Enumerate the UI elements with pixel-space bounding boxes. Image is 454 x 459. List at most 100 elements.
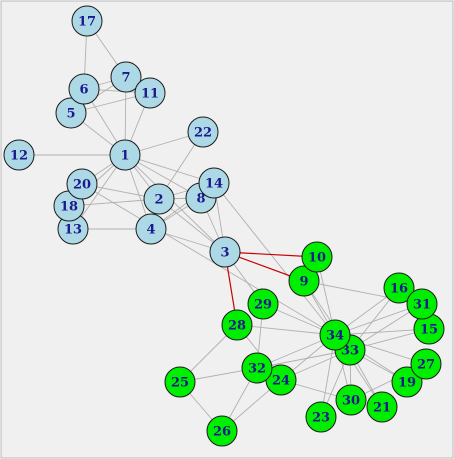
- node-label-9: 9: [299, 275, 308, 290]
- node-circle-14: [198, 167, 230, 199]
- node-circle-26: [206, 415, 238, 447]
- node-circle-34: [319, 319, 351, 351]
- node-label-3: 3: [220, 246, 229, 261]
- node-5[interactable]: 5: [55, 97, 87, 129]
- edge-14-34: [213, 182, 336, 336]
- node-circle-17: [71, 5, 103, 37]
- node-label-5: 5: [66, 107, 75, 122]
- node-3[interactable]: 3: [209, 236, 241, 268]
- node-label-19: 19: [398, 376, 416, 391]
- node-label-7: 7: [121, 71, 130, 86]
- node-label-4: 4: [146, 223, 155, 238]
- node-34[interactable]: 34: [319, 319, 351, 351]
- node-circle-11: [134, 77, 166, 109]
- node-label-27: 27: [417, 358, 435, 373]
- node-28[interactable]: 28: [221, 309, 253, 341]
- node-circle-2: [143, 183, 175, 215]
- node-7[interactable]: 7: [110, 61, 142, 93]
- node-label-2: 2: [154, 193, 163, 208]
- node-label-8: 8: [196, 192, 205, 207]
- node-13[interactable]: 13: [57, 213, 89, 245]
- node-circle-1: [109, 139, 141, 171]
- node-circle-31: [406, 288, 438, 320]
- node-label-15: 15: [420, 323, 438, 338]
- node-9[interactable]: 9: [288, 265, 320, 297]
- node-26[interactable]: 26: [206, 415, 238, 447]
- node-label-24: 24: [272, 374, 290, 389]
- node-27[interactable]: 27: [410, 348, 442, 380]
- node-label-1: 1: [120, 149, 129, 164]
- node-18[interactable]: 18: [53, 190, 85, 222]
- node-circle-28: [221, 309, 253, 341]
- node-14[interactable]: 14: [198, 167, 230, 199]
- edge-20-34: [81, 183, 336, 336]
- node-label-23: 23: [312, 411, 330, 426]
- node-circle-27: [410, 348, 442, 380]
- node-label-32: 32: [248, 362, 266, 377]
- node-12[interactable]: 12: [3, 139, 35, 171]
- node-circle-22: [187, 116, 219, 148]
- node-label-30: 30: [342, 394, 360, 409]
- node-circle-7: [110, 61, 142, 93]
- node-31[interactable]: 31: [406, 288, 438, 320]
- node-circle-4: [135, 213, 167, 245]
- node-label-20: 20: [73, 178, 91, 193]
- node-17[interactable]: 17: [71, 5, 103, 37]
- edge-28-34: [236, 324, 336, 336]
- node-circle-25: [164, 366, 196, 398]
- node-label-10: 10: [308, 251, 326, 266]
- node-circle-30: [335, 384, 367, 416]
- node-label-31: 31: [413, 298, 431, 313]
- node-30[interactable]: 30: [335, 384, 367, 416]
- node-4[interactable]: 4: [135, 213, 167, 245]
- nodes-layer: 1234567891011121314151617181920212223242…: [3, 5, 445, 447]
- node-circle-20: [66, 168, 98, 200]
- edge-1-14: [124, 154, 215, 184]
- node-15[interactable]: 15: [413, 313, 445, 345]
- node-circle-3: [209, 236, 241, 268]
- node-circle-16: [383, 272, 415, 304]
- node-22[interactable]: 22: [187, 116, 219, 148]
- node-label-18: 18: [60, 200, 78, 215]
- node-label-34: 34: [326, 329, 344, 344]
- node-label-26: 26: [213, 425, 231, 440]
- node-10[interactable]: 10: [301, 241, 333, 273]
- node-circle-19: [391, 366, 423, 398]
- node-label-22: 22: [194, 126, 212, 141]
- node-label-14: 14: [205, 177, 223, 192]
- node-21[interactable]: 21: [366, 391, 398, 423]
- node-circle-10: [301, 241, 333, 273]
- edge-32-33: [256, 349, 351, 369]
- node-label-13: 13: [64, 223, 82, 238]
- edge-15-34: [334, 328, 430, 336]
- node-1[interactable]: 1: [109, 139, 141, 171]
- node-11[interactable]: 11: [134, 77, 166, 109]
- node-label-29: 29: [254, 298, 272, 313]
- node-6[interactable]: 6: [68, 73, 100, 105]
- node-label-17: 17: [78, 15, 96, 30]
- node-circle-21: [366, 391, 398, 423]
- node-label-28: 28: [228, 319, 246, 334]
- node-label-12: 12: [10, 149, 28, 164]
- node-2[interactable]: 2: [143, 183, 175, 215]
- node-circle-9: [288, 265, 320, 297]
- node-circle-12: [3, 139, 35, 171]
- node-circle-5: [55, 97, 87, 129]
- node-16[interactable]: 16: [383, 272, 415, 304]
- node-23[interactable]: 23: [305, 401, 337, 433]
- node-circle-32: [241, 352, 273, 384]
- node-32[interactable]: 32: [241, 352, 273, 384]
- node-label-25: 25: [171, 376, 189, 391]
- node-label-33: 33: [341, 344, 359, 359]
- node-29[interactable]: 29: [247, 288, 279, 320]
- node-label-6: 6: [79, 83, 88, 98]
- edge-1-3: [124, 154, 226, 253]
- node-circle-23: [305, 401, 337, 433]
- node-label-21: 21: [373, 401, 391, 416]
- node-19[interactable]: 19: [391, 366, 423, 398]
- node-circle-6: [68, 73, 100, 105]
- node-label-11: 11: [141, 87, 159, 102]
- node-25[interactable]: 25: [164, 366, 196, 398]
- node-20[interactable]: 20: [66, 168, 98, 200]
